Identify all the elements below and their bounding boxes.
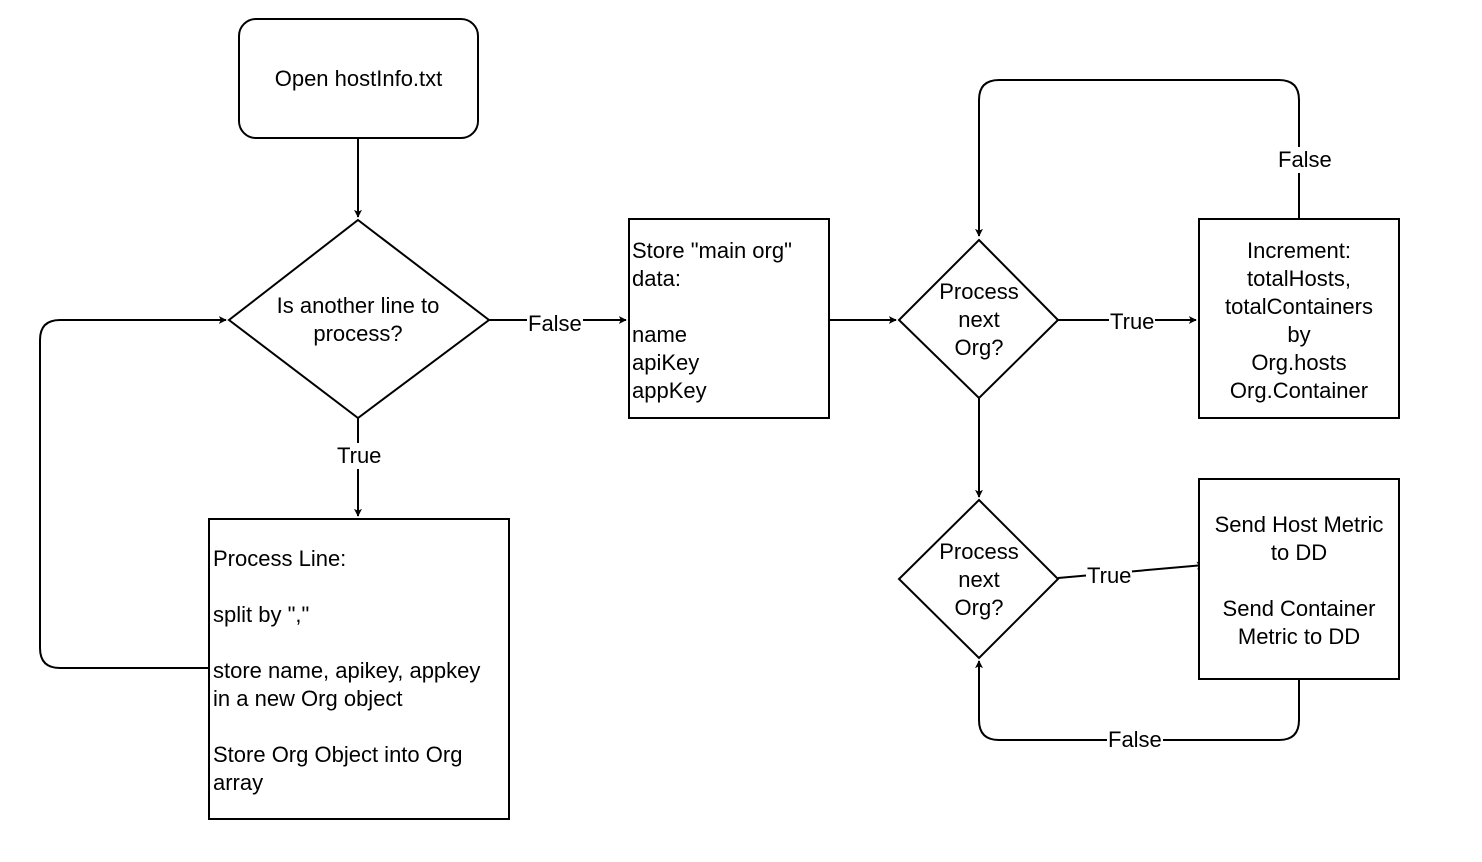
send-container-metric-label: Send Container Metric to DD	[1222, 596, 1376, 649]
edge-label-org1-true: True	[1109, 309, 1156, 335]
store-main-org-title: Store "main org" data:	[632, 238, 792, 291]
decision-org2-diamond	[897, 498, 1060, 660]
send-metrics-node: Send Host Metric to DD Send Container Me…	[1198, 478, 1400, 680]
edge-process-loop	[39, 316, 227, 669]
store-main-org-node: Store "main org" data: name apiKey appKe…	[628, 218, 830, 419]
open-file-node: Open hostInfo.txt	[238, 18, 479, 139]
decision-org1-diamond	[897, 238, 1060, 400]
edge-label-org2-true: True	[1086, 563, 1133, 589]
decision-line-diamond	[227, 218, 491, 420]
increment-node: Increment: totalHosts, totalContainers b…	[1198, 218, 1400, 419]
open-file-label: Open hostInfo.txt	[274, 65, 443, 91]
process-line-step-store: store name, apikey, appkey in a new Org …	[213, 658, 481, 711]
process-line-node: Process Line: split by "," store name, a…	[208, 518, 510, 820]
edge-increment-loop	[975, 79, 1300, 237]
process-line-step-split: split by ","	[213, 602, 310, 627]
send-host-metric-label: Send Host Metric to DD	[1214, 512, 1384, 565]
process-line-title: Process Line:	[213, 546, 347, 571]
edge-label-org2-false-loop: False	[1107, 727, 1163, 753]
edge-label-line-false: False	[527, 311, 583, 337]
increment-label: Increment: totalHosts, totalContainers b…	[1225, 238, 1373, 403]
org-decision-1-label: Process next Org?	[939, 279, 1019, 360]
store-main-org-fields: name apiKey appKey	[632, 322, 707, 403]
edge-label-line-true: True	[336, 443, 383, 469]
line-decision-label: Is another line to process?	[276, 293, 440, 346]
process-line-step-array: Store Org Object into Org array	[213, 742, 463, 795]
org-decision-2-label: Process next Org?	[939, 539, 1019, 620]
edge-label-org1-false-loop: False	[1277, 147, 1333, 173]
